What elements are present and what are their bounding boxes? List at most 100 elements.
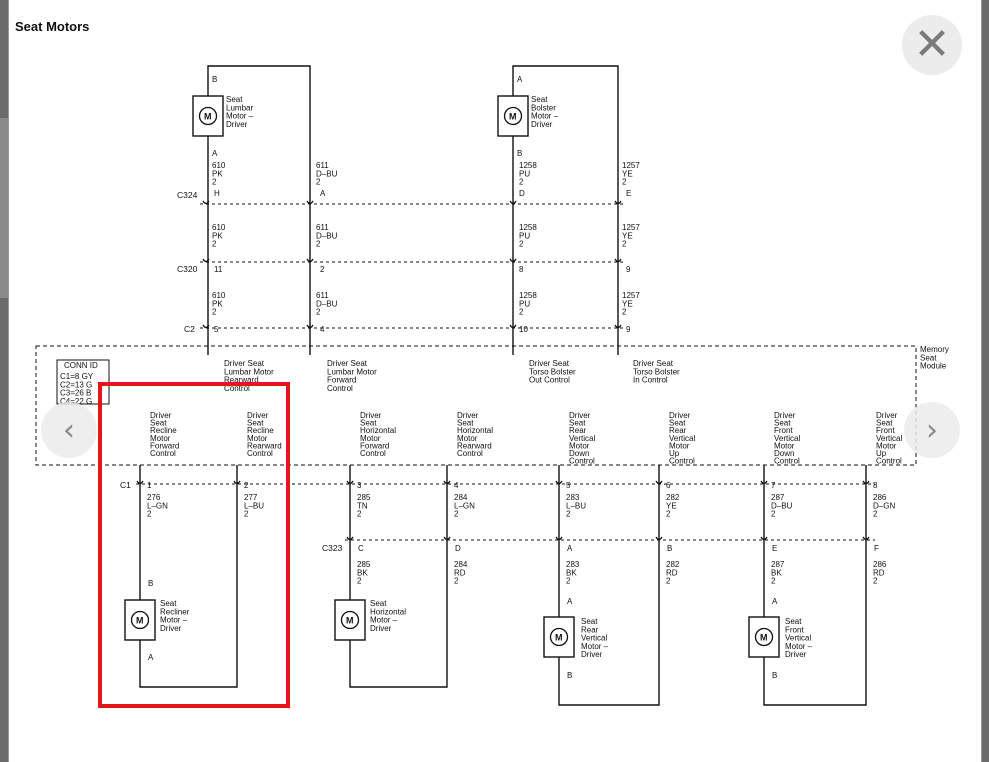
switch-label: Horizontal (457, 426, 493, 435)
ground-symbol (743, 448, 746, 452)
wire-label: 2 (622, 308, 627, 317)
wire-label: YE (622, 299, 633, 308)
switch-label: Driver (569, 411, 591, 420)
wire-label: 2 (873, 577, 878, 586)
pin-label: 2 (244, 481, 249, 490)
ground-symbol (599, 368, 602, 372)
wire-label: PU (519, 169, 530, 178)
connector-pin (862, 536, 870, 541)
pin-label: B (667, 544, 672, 553)
motor-label: Motor – (370, 616, 398, 625)
close-button[interactable]: ✕ (902, 15, 962, 75)
wire-label: 276 (147, 493, 161, 502)
switch-blade (438, 428, 447, 444)
wire-label: 610 (212, 161, 226, 170)
wire-label: 2 (357, 510, 362, 519)
ground-symbol (329, 448, 332, 452)
connector-pin (862, 480, 870, 485)
wire-label: 2 (622, 240, 627, 249)
conn-id-label: C3=26 B (60, 389, 91, 398)
switch-label: Lumbar Motor (224, 367, 274, 376)
ground-symbol (191, 368, 194, 372)
pin-label: 7 (771, 481, 776, 490)
pin-label: A (212, 149, 218, 158)
switch-label: Driver (150, 411, 172, 420)
next-button[interactable]: › (904, 402, 960, 458)
symbol-layer (56, 95, 870, 658)
motor-label: Bolster (531, 103, 556, 112)
switch-label: Vertical (774, 434, 800, 443)
switch-label: Driver Seat (224, 359, 265, 368)
switch-label: Control (224, 384, 250, 393)
pin-label: D (455, 544, 461, 553)
wire-label: D–BU (771, 501, 793, 510)
ground-symbol (546, 448, 549, 452)
ground-symbol (638, 448, 641, 452)
motor-label: Motor – (581, 642, 609, 651)
chevron-left-icon: ‹ (63, 412, 75, 448)
wire-611 (207, 65, 311, 355)
wire-label: BK (771, 568, 782, 577)
wire-label: BK (357, 568, 368, 577)
wire-label: 282 (666, 560, 680, 569)
switch-label: Out Control (529, 376, 570, 385)
switch-label: Seat (457, 419, 474, 428)
switch-label: Forward (150, 441, 179, 450)
ground-symbol (333, 448, 336, 452)
wire-284 (349, 484, 448, 688)
connector-pin (202, 258, 210, 263)
switch-label: Driver (774, 411, 796, 420)
motor-label: Vertical (581, 634, 607, 643)
previous-button[interactable]: ‹ (41, 402, 97, 458)
connector-label: C324 (177, 190, 198, 200)
switch-label: Rearward (224, 376, 259, 385)
wire-label: 1258 (519, 291, 537, 300)
switch-blade (650, 428, 659, 444)
switch-label: Rearward (457, 441, 492, 450)
switch-label: Vertical (876, 434, 902, 443)
connector-pin (233, 480, 241, 485)
motor-label: Motor – (785, 642, 813, 651)
switch-label: Driver (247, 411, 269, 420)
wire-label: PK (212, 169, 223, 178)
ground-symbol (603, 368, 606, 372)
pin-label: A (517, 75, 523, 84)
conn-id-label: C2=13 G (60, 380, 92, 389)
pin-label: B (212, 75, 217, 84)
switch-label: Lumbar Motor (327, 367, 377, 376)
sw3 (513, 370, 521, 384)
ground-symbol (642, 448, 645, 452)
connector-pin (614, 200, 622, 205)
motor-label: Motor – (531, 112, 559, 121)
switch-label: Control (569, 457, 595, 466)
rear-vertical-motor-symbol: M (555, 633, 563, 643)
switch-label: Up (876, 449, 887, 458)
switch-label: Control (247, 449, 273, 458)
wire-label: 287 (771, 493, 785, 502)
wire-label: D–BU (316, 169, 338, 178)
wire-label: 2 (454, 577, 459, 586)
wire-label: 285 (357, 493, 371, 502)
switch-label: Motor (457, 434, 478, 443)
pin-label: E (772, 544, 777, 553)
ground-symbol (857, 448, 860, 452)
connector-pin (443, 536, 451, 541)
wire-label: D–GN (873, 501, 895, 510)
recliner-motor-symbol: M (136, 616, 144, 626)
connector-pin (346, 480, 354, 485)
motor-label: Recliner (160, 607, 190, 616)
wire-label: L–GN (147, 501, 168, 510)
wire-277 (139, 484, 238, 688)
switch-label: Seat (360, 419, 377, 428)
wire-label: PU (519, 299, 530, 308)
horizontal-motor-symbol: M (346, 616, 354, 626)
wire-label: YE (622, 231, 633, 240)
connector-pin (655, 480, 663, 485)
wire-label: YE (622, 169, 633, 178)
switch-label: Control (360, 449, 386, 458)
wire-label: 2 (666, 510, 671, 519)
switch-label: Driver Seat (327, 359, 368, 368)
motor-label: Lumbar (226, 103, 253, 112)
switch-label: Driver (876, 411, 898, 420)
pin-label: F (874, 544, 879, 553)
